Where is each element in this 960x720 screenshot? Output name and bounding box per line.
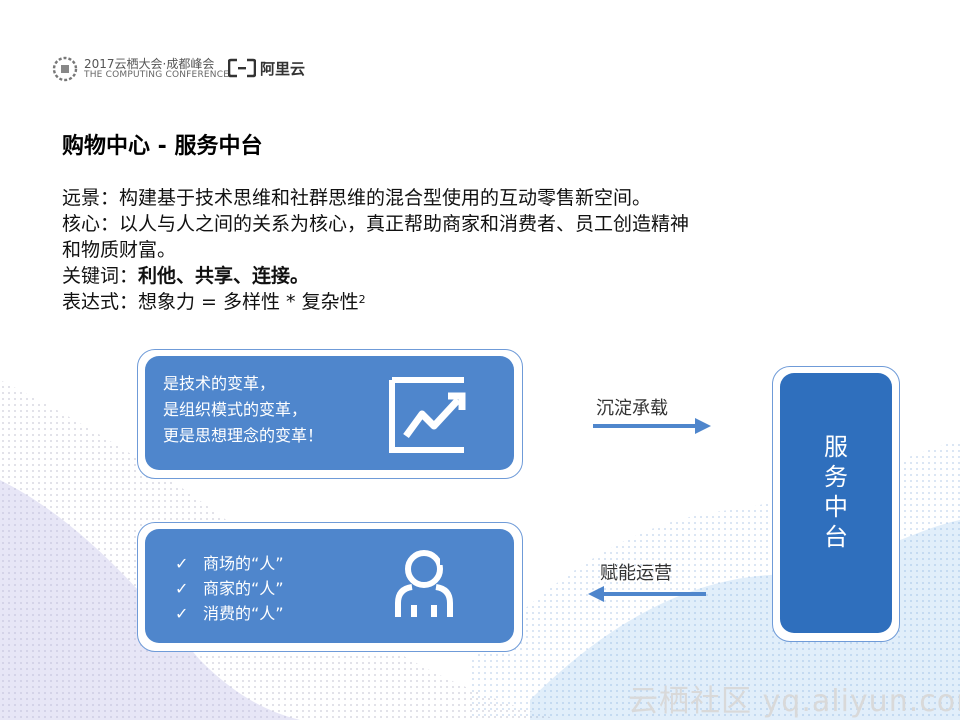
vision-line: 远景：构建基于技术思维和社群思维的混合型使用的互动零售新空间。 (62, 187, 652, 209)
check-icon: ✓ (175, 604, 189, 623)
list-item: ✓商场的“人” (175, 551, 284, 576)
expression-line: 表达式：想象力 = 多样性 * 复杂性2 (62, 290, 366, 314)
service-platform-box (780, 373, 892, 633)
conference-title: 2017云栖大会·成都峰会 (84, 57, 215, 71)
arrow-right-icon (593, 418, 711, 434)
transformation-text: 是技术的变革， 是组织模式的变革， 更是思想理念的变革！ (163, 371, 323, 449)
conference-logo-icon (52, 56, 78, 82)
trend-chart-icon (389, 377, 466, 453)
core-line-continued: 和物质财富。 (62, 239, 177, 261)
aliyun-logo-icon (228, 58, 256, 78)
expression-text: 表达式：想象力 = 多样性 * 复杂性 (62, 291, 359, 313)
people-box (145, 529, 514, 643)
watermark: 云栖社区 yq.aliyun.com (628, 684, 960, 719)
check-icon: ✓ (175, 554, 189, 573)
people-list: ✓商场的“人” ✓商家的“人” ✓消费的“人” (175, 551, 284, 626)
slide-title: 购物中心 - 服务中台 (62, 134, 263, 159)
list-item: ✓商家的“人” (175, 576, 284, 601)
list-item: ✓消费的“人” (175, 601, 284, 626)
check-icon: ✓ (175, 579, 189, 598)
empower-arrow-label: 赋能运营 (600, 563, 672, 584)
expression-superscript: 2 (358, 293, 366, 306)
transformation-line-3: 更是思想理念的变革！ (163, 426, 324, 445)
conference-subtitle: THE COMPUTING CONFERENCE (84, 70, 230, 80)
transformation-line-1: 是技术的变革， (163, 374, 276, 393)
person-icon (395, 550, 456, 617)
service-platform-label: 服务中台 (824, 433, 848, 551)
keywords-line: 关键词：利他、共享、连接。 (62, 264, 309, 288)
keywords-value: 利他、共享、连接。 (138, 265, 310, 287)
brand-name: 阿里云 (260, 60, 306, 78)
arrow-left-icon (588, 586, 706, 602)
keywords-label: 关键词： (62, 265, 139, 287)
transformation-line-2: 是组织模式的变革， (163, 400, 308, 419)
core-line: 核心：以人与人之间的关系为核心，真正帮助商家和消费者、员工创造精神 (62, 213, 690, 235)
settle-arrow-label: 沉淀承载 (596, 398, 668, 419)
